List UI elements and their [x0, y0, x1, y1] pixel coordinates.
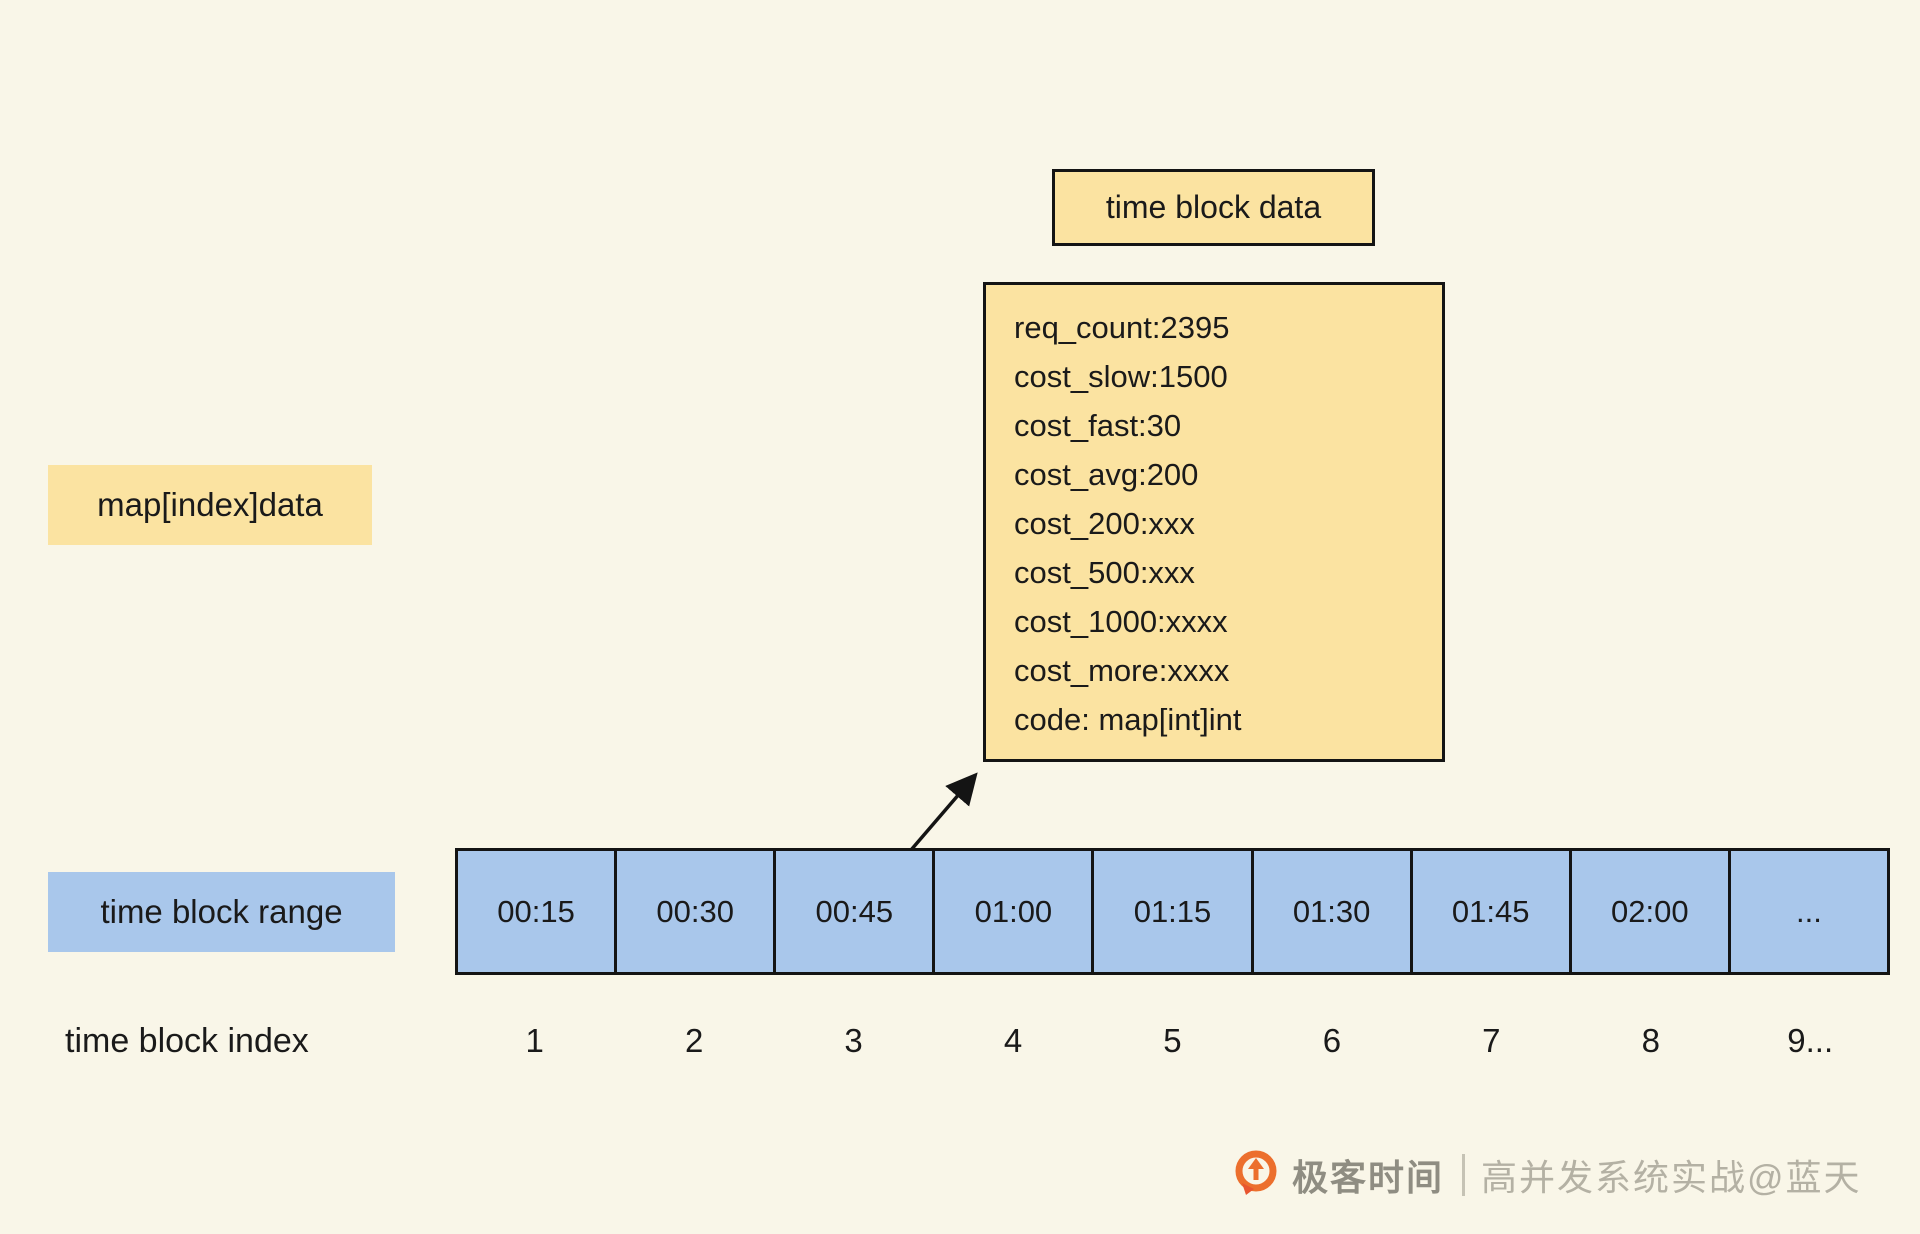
time-block-data-fields-box: req_count:2395 cost_slow:1500 cost_fast:…	[983, 282, 1445, 762]
map-index-data-label-box: map[index]data	[48, 465, 372, 545]
index-number: 7	[1482, 1022, 1501, 1059]
index-number: 6	[1322, 1022, 1342, 1059]
index-number: 2	[684, 1022, 704, 1059]
field-cost-avg: cost_avg:200	[1014, 457, 1199, 492]
index-number: 1	[525, 1022, 544, 1059]
time-block-cell: 01:30	[1250, 848, 1413, 975]
watermark-brand-text: 极客时间	[1292, 1157, 1445, 1198]
watermark-credit-text: 高并发系统实战@蓝天	[1481, 1157, 1862, 1198]
time-block-range-label: time block range	[100, 893, 343, 930]
time-block-cell: 00:45	[773, 848, 936, 975]
index-number: 5	[1163, 1022, 1182, 1059]
field-cost-fast: cost_fast:30	[1014, 408, 1182, 443]
field-code-type: code: map[int]int	[1014, 702, 1242, 737]
map-index-data-label: map[index]data	[97, 486, 323, 523]
geektime-logo-icon	[1235, 1150, 1277, 1195]
time-block-cell: 01:45	[1409, 848, 1572, 975]
time-block-cell: 00:15	[455, 848, 618, 975]
field-cost-slow: cost_slow:1500	[1014, 359, 1228, 394]
time-block-cell: ...	[1727, 848, 1890, 975]
time-block-index-label: time block index	[65, 1021, 309, 1060]
time-block-cell: 00:30	[614, 848, 777, 975]
time-block-data-title: time block data	[1105, 189, 1322, 225]
time-block-cell: 02:00	[1568, 848, 1731, 975]
index-number: 9...	[1787, 1022, 1834, 1059]
time-block-cell: 01:00	[932, 848, 1095, 975]
field-cost-500: cost_500:xxx	[1014, 555, 1195, 590]
index-number: 4	[1003, 1022, 1023, 1059]
time-block-cell: 01:15	[1091, 848, 1254, 975]
watermark: 极客时间 高并发系统实战@蓝天	[1232, 1146, 1862, 1204]
time-block-row: 00:15 00:30 00:45 01:00 01:15 01:30 01:4…	[455, 848, 1890, 975]
time-block-data-title-box: time block data	[1052, 169, 1375, 246]
time-block-range-label-box: time block range	[48, 872, 395, 952]
watermark-separator	[1462, 1154, 1466, 1196]
index-number: 8	[1641, 1022, 1660, 1059]
field-cost-1000: cost_1000:xxxx	[1014, 604, 1228, 639]
field-cost-more: cost_more:xxxx	[1014, 653, 1230, 688]
index-number: 3	[844, 1022, 863, 1059]
time-block-index-row: 1 2 3 4 5 6 7 8 9...	[455, 1013, 1890, 1069]
field-cost-200: cost_200:xxx	[1014, 506, 1195, 541]
field-req-count: req_count:2395	[1014, 310, 1230, 345]
